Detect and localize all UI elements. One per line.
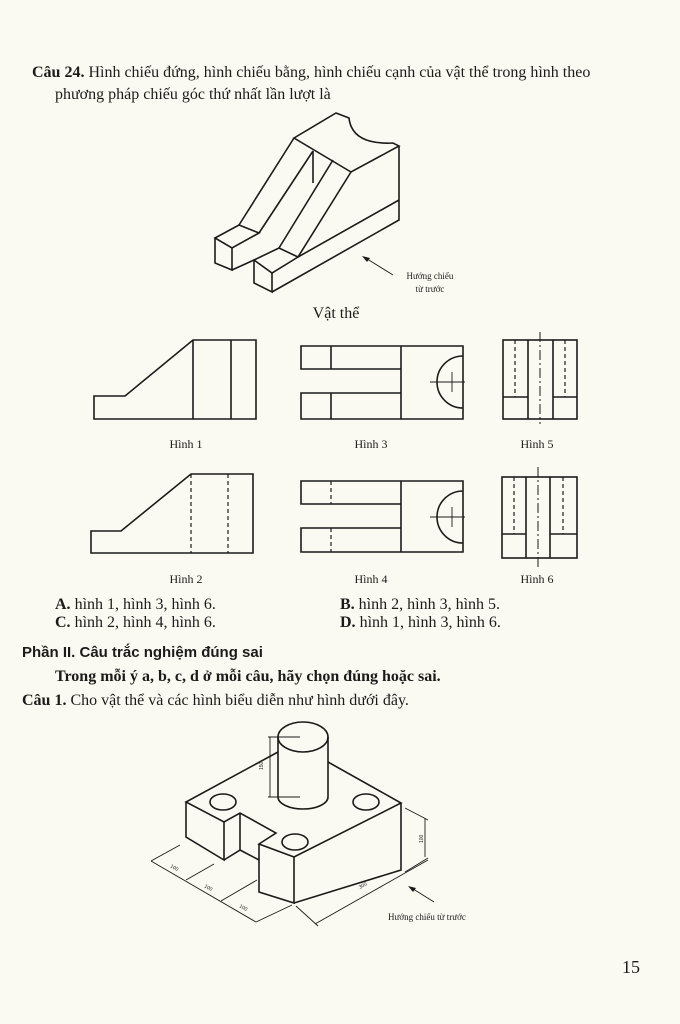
direction-label-2: từ trước <box>416 284 445 294</box>
isometric-object-base-cylinder <box>150 721 429 927</box>
direction-arrow <box>362 256 394 276</box>
option-text: hình 2, hình 3, hình 5. <box>358 596 501 613</box>
dimension-base-height: 100 <box>419 834 425 843</box>
dimension-3: 100 <box>238 904 248 913</box>
figure-6-label: Hình 6 <box>521 572 554 586</box>
option-d[interactable]: D. hình 1, hình 3, hình 6. <box>340 614 501 632</box>
figure-6 <box>501 467 578 569</box>
dimension-cylinder-height: 150 <box>259 761 265 770</box>
question-number: Câu 24. <box>32 64 85 81</box>
figure-3 <box>300 345 465 420</box>
question-text: Hình chiếu đứng, hình chiếu bằng, hình c… <box>88 64 591 81</box>
option-b[interactable]: B. hình 2, hình 3, hình 5. <box>340 596 500 614</box>
figure-5 <box>502 332 578 424</box>
section-instruction: Trong mỗi ý a, b, c, d ở mỗi câu, hãy ch… <box>55 668 441 685</box>
option-text: hình 1, hình 3, hình 6. <box>359 614 501 631</box>
figure-1-label: Hình 1 <box>170 437 203 451</box>
question-24-line1: Câu 24. Hình chiếu đứng, hình chiếu bằng… <box>32 64 590 82</box>
figure-4 <box>300 480 465 553</box>
figure-2-label: Hình 2 <box>170 572 203 586</box>
option-c[interactable]: C. hình 2, hình 4, hình 6. <box>55 614 216 632</box>
dimension-1: 100 <box>169 864 179 873</box>
option-letter: D. <box>340 614 356 631</box>
figure-5-label: Hình 5 <box>521 437 554 451</box>
dimension-length: 300 <box>358 881 368 890</box>
isometric-object-ramp <box>213 112 401 294</box>
figure-3-label: Hình 3 <box>355 437 388 451</box>
figure-1 <box>93 339 257 420</box>
question-number: Câu 1. <box>22 692 67 709</box>
direction-label-1: Hướng chiếu <box>407 271 454 281</box>
direction-label: Hướng chiếu từ trước <box>388 912 466 922</box>
dimension-2: 100 <box>203 884 213 893</box>
direction-arrow-2 <box>408 886 435 903</box>
option-text: hình 1, hình 3, hình 6. <box>74 596 216 613</box>
figure-2 <box>90 473 254 554</box>
page-number: 15 <box>622 957 640 977</box>
option-text: hình 2, hình 4, hình 6. <box>74 614 216 631</box>
option-letter: A. <box>55 596 71 613</box>
question-text: Cho vật thể và các hình biểu diễn như hì… <box>70 692 409 709</box>
section-heading: Phần II. Câu trắc nghiệm đúng sai <box>22 644 263 661</box>
object-caption: Vật thể <box>313 305 361 322</box>
question-24-line2: phương pháp chiếu góc thứ nhất lần lượt … <box>55 86 331 103</box>
option-letter: B. <box>340 596 355 613</box>
figure-4-label: Hình 4 <box>355 572 388 586</box>
question-1: Câu 1. Cho vật thể và các hình biểu diễn… <box>22 692 409 710</box>
option-letter: C. <box>55 614 71 631</box>
option-a[interactable]: A. hình 1, hình 3, hình 6. <box>55 596 216 614</box>
